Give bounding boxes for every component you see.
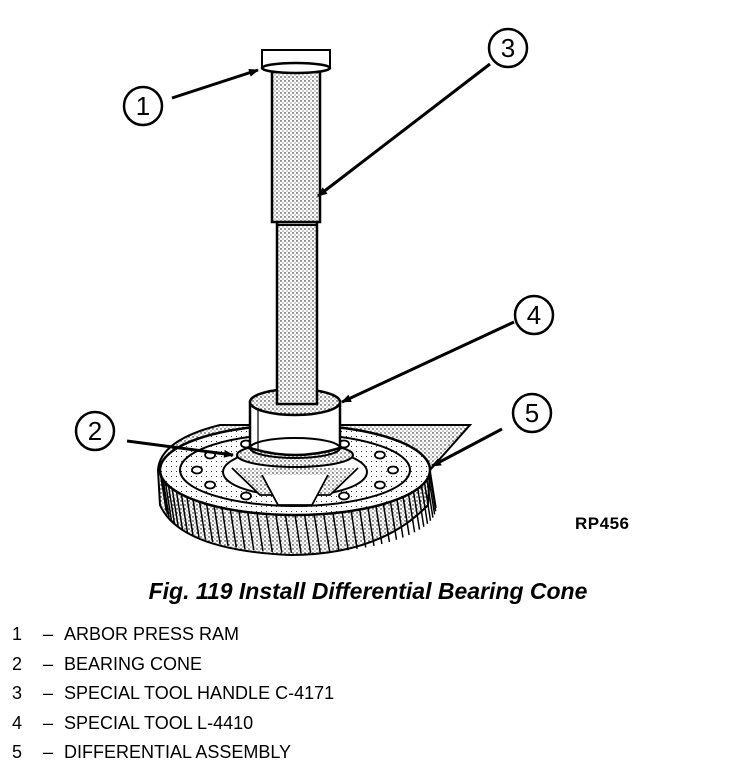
gear-tooth: [162, 479, 170, 518]
legend-separator: –: [42, 653, 53, 674]
arbor-press-ram: [260, 49, 332, 75]
gear-tooth: [389, 501, 398, 540]
gear-tooth: [303, 514, 312, 554]
figure-caption: Fig. 119 Install Differential Bearing Co…: [148, 578, 588, 604]
bolt-hole: [387, 465, 399, 475]
leader-line-5: [431, 427, 503, 468]
gear-tooth: [375, 505, 383, 545]
legend-number: 3: [12, 683, 23, 703]
callout-3: 3: [487, 27, 529, 69]
parts-legend: 1–ARBOR PRESS RAM 2–BEARING CONE 3–SPECI…: [12, 620, 334, 768]
gear-tooth: [229, 509, 238, 548]
gear-tooth: [284, 514, 293, 554]
leader-line-1: [171, 68, 259, 100]
legend-separator: –: [42, 683, 53, 703]
leader-line-3: [317, 62, 491, 198]
gear-tooth: [358, 509, 367, 548]
leader-line-4: [341, 320, 515, 404]
gear-tooth: [205, 503, 214, 543]
gear-tooth: [265, 513, 274, 553]
gear-tooth: [341, 512, 349, 551]
gear-tooth: [238, 510, 246, 550]
gear-tooth: [423, 482, 432, 521]
legend-text: SPECIAL TOOL HANDLE C-4171: [64, 683, 335, 703]
legend-item: 3–SPECIAL TOOL HANDLE C-4171: [12, 679, 334, 709]
callout-1: 1: [122, 85, 164, 127]
gear-tooth: [198, 501, 207, 540]
gear-tooth: [167, 485, 176, 524]
legend-text: SPECIAL TOOL L-4410: [64, 712, 254, 733]
gear-tooth: [429, 469, 437, 509]
gear-tooth: [402, 496, 410, 536]
callout-5: 5: [511, 392, 553, 434]
gear-tooth: [247, 512, 255, 551]
figure-reference-code: RP456: [575, 514, 630, 533]
gear-tooth: [180, 494, 189, 533]
special-tool-handle-c4171: [270, 70, 322, 406]
legend-separator: –: [42, 712, 53, 733]
gear-tooth: [160, 476, 169, 515]
gear-tooth: [428, 473, 437, 512]
legend-text: ARBOR PRESS RAM: [64, 624, 240, 644]
legend-item: 1–ARBOR PRESS RAM: [12, 620, 334, 650]
leader-line-2: [126, 439, 234, 458]
gear-tooth: [412, 491, 421, 530]
callout-1-label: 1: [136, 91, 150, 121]
gear-tooth: [256, 513, 264, 552]
gear-tooth: [171, 488, 179, 527]
legend-number: 4: [12, 712, 23, 733]
gear-tooth: [313, 514, 321, 553]
legend-item: 2–BEARING CONE: [12, 650, 334, 680]
gear-tooth: [294, 514, 302, 554]
gear-tooth: [186, 496, 194, 536]
gear-tooth: [382, 503, 391, 543]
gear-tooth: [426, 479, 434, 518]
leader-lines: [126, 62, 515, 468]
legend-text: BEARING CONE: [64, 653, 203, 674]
bolt-hole: [204, 480, 217, 490]
callout-3-label: 3: [501, 33, 515, 63]
callout-4-label: 4: [527, 300, 541, 330]
gear-tooth: [221, 507, 229, 547]
gear-tooth: [164, 482, 173, 521]
gear-tooth: [275, 514, 283, 553]
bearing-cone-install-illustration: 1 2 3 4 5: [74, 27, 555, 557]
bolt-hole: [191, 465, 203, 475]
gear-tooth: [396, 499, 404, 538]
gear-tooth: [332, 513, 340, 552]
bolt-hole: [240, 491, 252, 501]
callout-4: 4: [513, 294, 555, 336]
gear-tooth: [407, 494, 416, 533]
gear-tooth: [367, 507, 375, 547]
gear-tooth: [175, 491, 184, 530]
gear-tooth: [213, 505, 221, 545]
callout-5-label: 5: [525, 398, 539, 428]
legend-separator: –: [42, 624, 53, 644]
legend-text: DIFFERENTIAL ASSEMBLY: [64, 742, 292, 762]
legend-number: 1: [12, 624, 23, 644]
callout-2: 2: [74, 410, 116, 452]
bolt-hole: [338, 491, 350, 501]
legend-item: 5–DIFFERENTIAL ASSEMBLY: [12, 738, 334, 768]
callout-2-label: 2: [88, 416, 102, 446]
legend-item: 4–SPECIAL TOOL L-4410: [12, 709, 334, 739]
legend-separator: –: [42, 742, 53, 762]
gear-tooth: [427, 476, 436, 515]
gear-tooth: [420, 485, 429, 524]
bolt-hole: [373, 480, 386, 490]
gear-tooth: [192, 499, 200, 538]
gear-tooth: [350, 510, 358, 550]
gear-tooth: [322, 513, 331, 553]
legend-number: 5: [12, 742, 23, 762]
gear-tooth: [417, 488, 425, 527]
bolt-hole: [373, 450, 386, 460]
legend-number: 2: [12, 653, 23, 674]
